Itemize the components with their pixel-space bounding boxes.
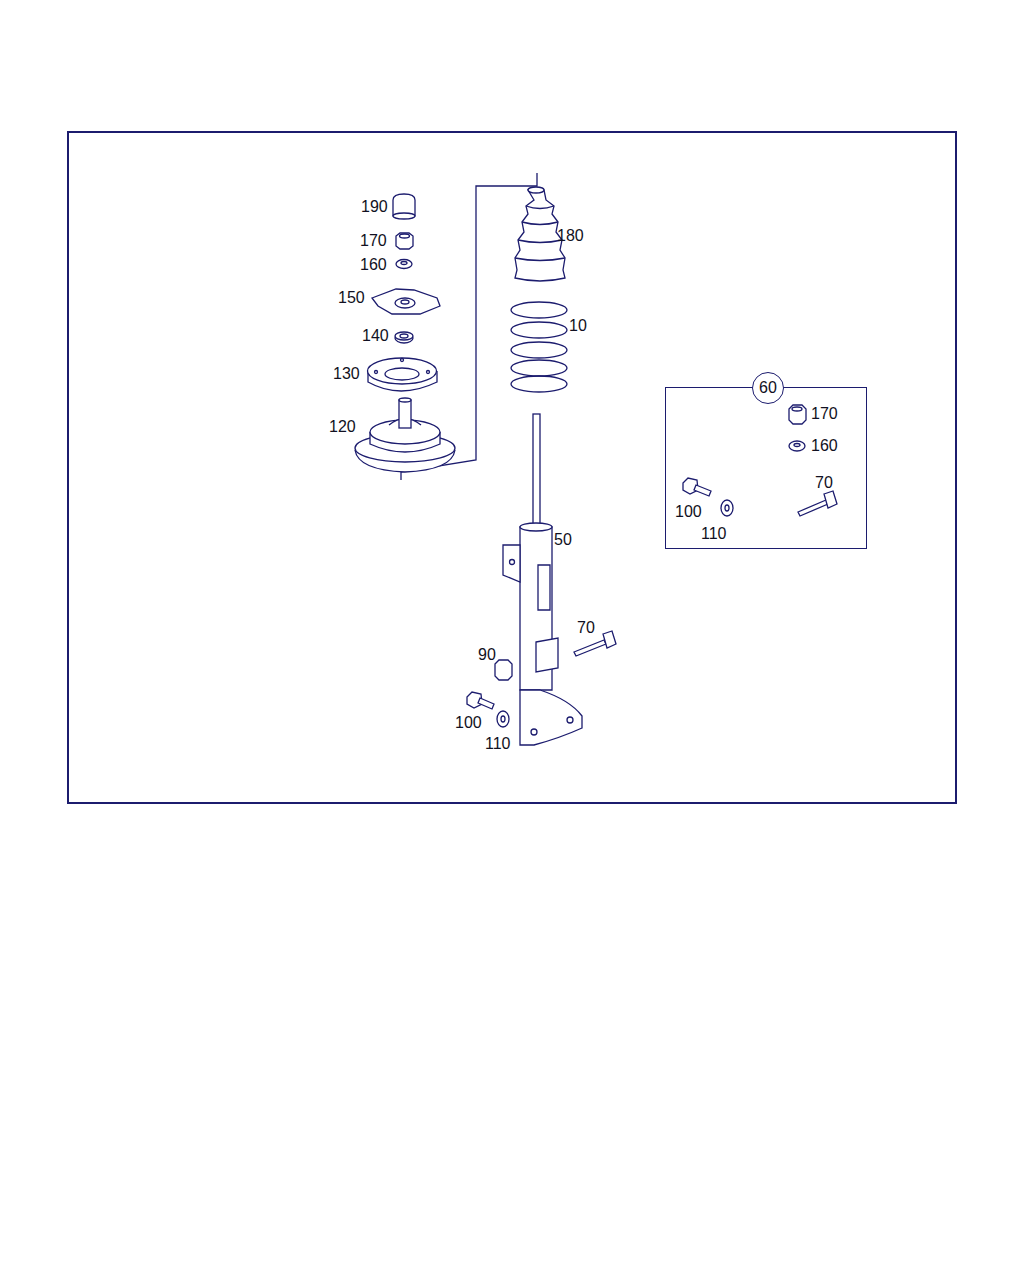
- callout-number: 70: [577, 619, 595, 637]
- callout-number: 100: [455, 714, 482, 732]
- callout-number: 70: [815, 474, 833, 492]
- kit-box: 1701601001107060: [665, 387, 867, 549]
- callout-number: 10: [569, 317, 587, 335]
- callout-number: 100: [675, 503, 702, 521]
- kit-number-circle: 60: [752, 372, 784, 404]
- callout-number: 170: [811, 405, 838, 423]
- frame: [68, 132, 956, 803]
- callout-number: 50: [554, 531, 572, 549]
- callout-number: 110: [701, 525, 727, 543]
- callout-number: 150: [338, 289, 365, 307]
- callout-number: 110: [485, 735, 511, 753]
- callout-number: 140: [362, 327, 389, 345]
- callout-number: 190: [361, 198, 388, 216]
- callout-number: 170: [360, 232, 387, 250]
- callout-number: 160: [360, 256, 387, 274]
- kit-number: 60: [753, 379, 783, 397]
- callout-number: 160: [811, 437, 838, 455]
- callout-number: 90: [478, 646, 496, 664]
- callout-number: 180: [557, 227, 584, 245]
- callout-number: 120: [329, 418, 356, 436]
- callout-number: 130: [333, 365, 360, 383]
